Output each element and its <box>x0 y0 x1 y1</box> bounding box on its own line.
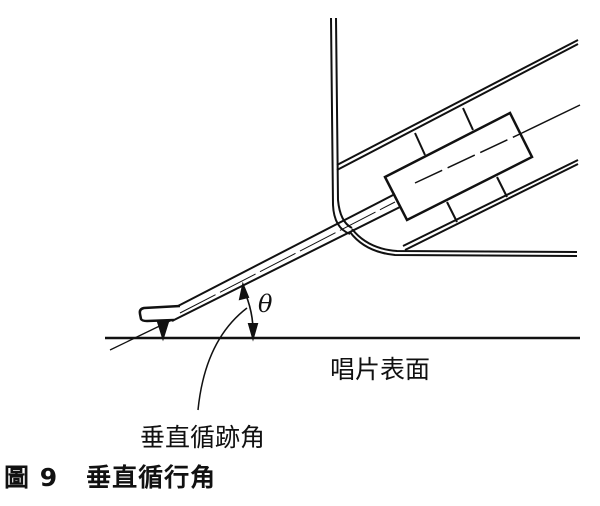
arm-lower-line <box>171 206 401 322</box>
record-surface-label: 唱片表面 <box>330 355 431 384</box>
arrow-head-down <box>247 323 259 342</box>
block-divider <box>462 107 474 131</box>
center-axis-dashed <box>414 132 523 184</box>
block-divider <box>496 176 508 198</box>
figure-title: 垂直循行角 <box>86 463 217 492</box>
angle-symbol: θ <box>258 290 273 318</box>
cartridge-body <box>383 111 534 222</box>
upper-rail-2 <box>336 39 579 166</box>
shell-lower-curve-2 <box>351 228 578 253</box>
block-divider <box>446 201 458 223</box>
stylus-head <box>138 304 181 323</box>
arm-upper-line <box>177 193 396 307</box>
figure-caption: 圖 9 垂直循行角 <box>4 458 244 494</box>
axis-extension <box>109 319 173 351</box>
shell-inner-edge <box>335 17 353 229</box>
figure-number: 圖 9 <box>4 463 59 492</box>
lower-rail-2 <box>402 159 579 247</box>
center-axis <box>521 104 581 134</box>
arrow-head-up <box>238 281 250 301</box>
shell-outer-edge <box>330 17 351 235</box>
leader-curve <box>197 307 248 411</box>
block-divider <box>414 132 426 156</box>
vertical-tracking-angle-label: 垂直循跡角 <box>140 423 266 452</box>
arm-center-dash <box>179 201 396 314</box>
shell-lower-curve <box>349 231 578 257</box>
lower-rail <box>404 163 579 251</box>
upper-rail <box>336 43 579 171</box>
